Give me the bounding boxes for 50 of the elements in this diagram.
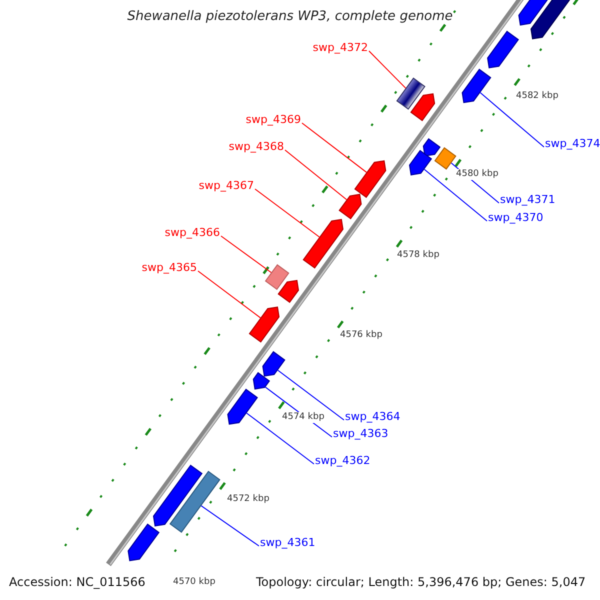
scale-label: 4580 kbp [456,169,498,180]
gene-label: swp_4366 [162,226,220,239]
gene-feature [262,351,286,377]
gene-feature [152,464,203,527]
leader-line [220,236,272,273]
scale-label: 4572 kbp [227,494,270,505]
scale-label: 4578 kbp [397,250,440,261]
gene-label: swp_4363 [333,427,391,440]
scale-label: 4582 kbp [516,91,558,102]
gene-label: swp_4368 [226,140,284,153]
leader-line [480,92,544,148]
gene-label: swp_4372 [310,41,368,54]
gene-block [434,147,456,170]
scale-label: 4576 kbp [340,330,382,341]
leader-line [254,188,320,238]
gene-label: swp_4369 [243,113,301,126]
scale-label: 4574 kbp [282,412,324,423]
gene-feature [302,218,344,269]
gene-label: swp_4361 [260,536,318,549]
gene-feature [354,160,386,198]
gene-label: swp_4370 [488,211,546,224]
gene-feature [487,30,520,68]
gene-label: swp_4371 [500,193,558,206]
leader-line [302,122,367,173]
gene-feature [422,138,441,156]
gene-feature [227,388,258,425]
gene-feature [410,93,436,122]
leader-line [277,370,344,420]
leader-line [284,150,348,200]
gene-feature [128,524,160,562]
scale-label: 4570 kbp [173,577,216,588]
gene-feature [252,372,270,390]
gene-feature [408,150,432,176]
gene-label: swp_4362 [315,454,373,467]
gene-label: swp_4365 [139,261,197,274]
leader-line [424,168,488,222]
gene-feature [278,280,299,304]
gene-label: swp_4367 [196,179,254,192]
diagram-title: Shewanella piezotolerans WP3, complete genome [126,9,454,24]
leader-line [368,50,406,89]
accession-text: Accession: NC_011566 [9,575,146,590]
leader-line [246,412,314,464]
gene-feature [248,306,280,343]
leader-line [198,270,261,318]
gene-label: swp_4374 [545,137,600,150]
gene-feature [462,68,492,104]
gene-feature [338,194,362,220]
leader-line [200,505,260,546]
genome-info-text: Topology: circular; Length: 5,396,476 bp; Genes: 5,047 [256,575,586,590]
gene-label: swp_4364 [345,410,403,423]
